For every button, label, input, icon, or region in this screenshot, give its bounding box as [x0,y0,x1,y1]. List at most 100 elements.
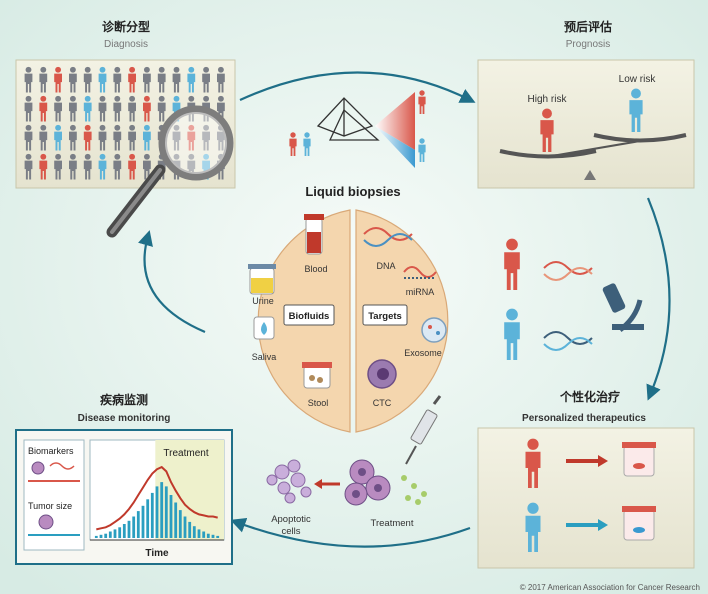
apoptotic-cells-icon [266,459,312,504]
saliva-drop-icon [253,316,275,340]
low-risk-label: Low risk [619,74,657,85]
arrow-therapeutics-to-monitoring [230,517,471,548]
tumor-size-bar [188,521,192,538]
therapeutics-panel [477,427,695,569]
red-drug-vial-icon [622,442,656,477]
biomarker-dna-icon [49,462,75,470]
blood-tube-icon [304,214,324,255]
magnifier-icon [106,105,234,238]
treatment-flow: Treatment Apoptotic cells [266,395,442,537]
tumor-cells-icon [344,459,391,506]
tumor-size-bar [136,511,140,538]
tumor-size-bar [99,534,103,538]
treatment-zone-label: Treatment [163,448,208,459]
personalized-title-zh: 个性化治疗 [559,389,620,404]
liquid-biopsies-title: Liquid biopsies [305,184,400,199]
tumor-size-bar [192,526,196,538]
tumor-size-bar [155,486,159,538]
monitoring-title-en: Disease monitoring [78,413,171,424]
biofluids-badge [283,304,335,326]
arrow-to-diagnosis [138,230,206,334]
monitoring-title-zh: 疾病监测 [100,392,148,407]
tumor-size-bar [104,533,108,538]
prognosis-panel [477,59,695,189]
copyright: © 2017 American Association for Cancer R… [520,583,700,592]
tumor-size-bar [146,499,150,538]
biomarker-curve [96,465,218,531]
disease-monitoring-section: 疾病监测 Disease monitoring Biomarkers Tumor… [15,392,233,565]
prognosis-title-en: Prognosis [566,39,610,50]
balance-scale-icon [499,133,687,180]
arrow-diagnosis-to-prognosis [239,71,476,103]
biomarkers-label: Biomarkers [28,446,74,456]
microscope-icon [602,283,644,332]
tumor-size-bar [132,516,136,538]
tumor-size-bar [141,505,145,539]
urine-cup-icon [248,264,276,295]
tumor-size-bar [160,482,164,538]
red-dna-strand-icon [543,261,593,281]
ctc-cell-icon [367,359,397,389]
tumor-size-bar [178,510,182,538]
prism-fan-blue [375,126,415,168]
liquid-biopsies-plate: Liquid biopsies Blood Urine Saliva Stool [248,184,449,433]
high-risk-label: High risk [528,94,568,105]
tumor-size-bar [216,535,220,538]
exosome-label: Exosome [404,348,442,358]
tumor-size-bar [169,495,173,538]
dna-label: DNA [376,261,395,271]
tumor-icon [38,514,54,530]
stool-container-icon [302,362,332,389]
tumor-size-bar [174,502,178,538]
tumor-size-label: Tumor size [28,501,72,511]
prism-classifier [289,90,426,168]
prism-icon [316,97,380,141]
targets-badge [362,304,408,326]
tumor-size-bar [202,531,206,538]
arrow-prognosis-to-therapeutics [646,197,671,401]
diagnosis-section: 诊断分型 Diagnosis [15,19,236,238]
tumor-size-bar [206,533,210,538]
diagnosis-title-zh: 诊断分型 [102,19,150,34]
tumor-size-bars [94,482,220,539]
blood-label: Blood [304,264,327,274]
mirna-label: miRNA [406,287,435,297]
time-axis-label: Time [145,548,169,559]
tumor-size-bar [164,486,168,538]
apoptotic-label-1: Apoptotic [271,514,311,525]
biomarker-cell-icon [31,461,45,475]
diagnosis-title-en: Diagnosis [104,39,148,50]
prognosis-section: 预后评估 Prognosis High risk Low risk [477,19,695,189]
treatment-flow-label: Treatment [371,518,414,529]
tumor-size-bar [108,531,112,538]
personalized-title-en: Personalized therapeutics [522,413,646,424]
mirna-icon [403,266,437,279]
prism-fan-red [375,92,415,150]
legend-box [23,439,85,551]
personalized-therapeutics-section: 个性化治疗 Personalized therapeutics [477,389,695,569]
urine-label: Urine [252,296,274,306]
syringe-icon [405,395,442,465]
saliva-label: Saliva [252,352,277,362]
tumor-size-bar [197,529,201,538]
tumor-size-bar [211,534,215,538]
tumor-size-bar [122,524,126,538]
biofluids-label: Biofluids [289,311,330,322]
blue-dna-strand-icon [543,331,593,351]
blue-drug-vial-icon [622,506,656,541]
stool-label: Stool [308,398,329,408]
tumor-size-bar [183,516,187,538]
targets-label: Targets [368,311,402,322]
prognosis-title-zh: 预后评估 [564,19,612,34]
ctc-label: CTC [373,398,392,408]
tumor-size-bar [150,492,154,538]
tumor-size-bar [118,527,122,539]
apoptotic-label-2: cells [281,526,300,537]
diagnosis-panel [15,59,236,189]
dna-icon [363,227,413,247]
tumor-size-bar [113,529,117,538]
genotype-matching [504,238,644,360]
tumor-size-bar [94,535,98,538]
